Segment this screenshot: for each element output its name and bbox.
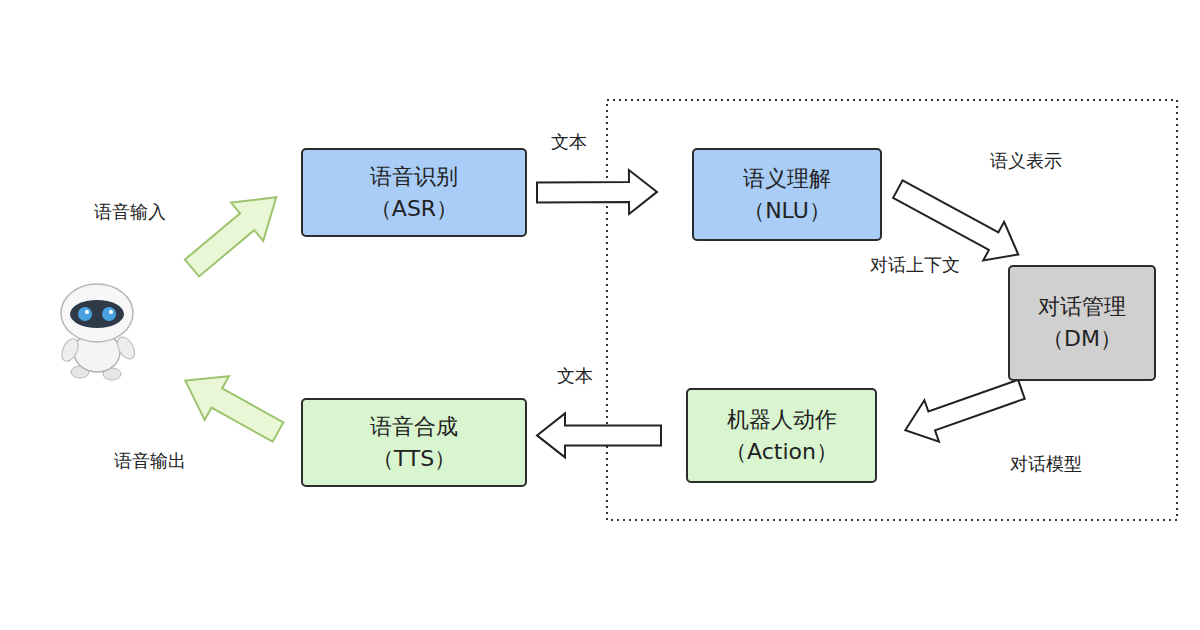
flow-label: 语音输入 xyxy=(94,201,166,223)
node-title: 机器人动作 （Action） xyxy=(721,404,842,468)
process-box: 机器人动作 （Action） xyxy=(686,388,877,483)
robot-eye xyxy=(102,307,116,321)
node-title: 对话管理 （DM） xyxy=(1022,291,1143,355)
flow-label: 对话上下文 xyxy=(870,254,960,276)
input-arrow-shape xyxy=(176,178,292,287)
robot-eye-glint xyxy=(109,310,113,314)
block-arrow xyxy=(905,380,1024,442)
output-arrow xyxy=(173,359,290,454)
node-title: 语义理解 （NLU） xyxy=(727,163,848,227)
block-arrow xyxy=(893,180,1018,260)
robot-visor xyxy=(70,300,124,328)
node-title: 语音识别 （ASR） xyxy=(354,161,475,225)
output-arrow-shape xyxy=(173,359,290,454)
node-title: 语音合成 （TTS） xyxy=(354,411,475,475)
robot-eye xyxy=(78,307,92,321)
robot-arm xyxy=(59,336,82,364)
process-box: 对话管理 （DM） xyxy=(1008,265,1156,381)
flow-label: 语音输出 xyxy=(114,450,186,472)
robot-illustration xyxy=(59,284,138,380)
edge-label: 语义表示 xyxy=(990,150,1062,172)
edge-label: 对话模型 xyxy=(1010,453,1082,475)
process-box: 语义理解 （NLU） xyxy=(692,148,882,241)
robot-head xyxy=(61,284,133,342)
block-arrow xyxy=(537,413,661,457)
process-box: 语音识别 （ASR） xyxy=(301,148,527,237)
edge-label: 文本 xyxy=(551,131,587,153)
dotted-group-frame xyxy=(607,100,1177,520)
edge-label: 文本 xyxy=(557,365,593,387)
input-arrow xyxy=(176,178,292,287)
robot-eye-glint xyxy=(85,310,89,314)
robot-arm xyxy=(114,334,138,362)
block-arrow xyxy=(537,170,657,214)
process-box: 语音合成 （TTS） xyxy=(301,398,527,487)
